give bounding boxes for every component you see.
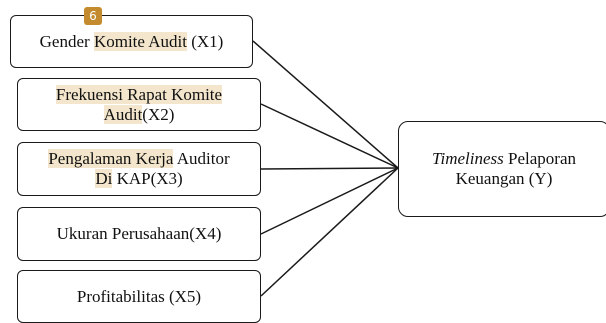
node-x2-frekuensi-rapat: Frekuensi Rapat Komite Audit(X2) bbox=[17, 78, 261, 131]
annotation-badge: 6 bbox=[84, 7, 102, 25]
node-x3-highlight: Pengalaman Kerja bbox=[48, 149, 174, 168]
node-x5-profitabilitas: Profitabilitas (X5) bbox=[17, 270, 261, 323]
node-x4-ukuran-perusahaan: Ukuran Perusahaan(X4) bbox=[17, 207, 261, 261]
node-x2-highlight-line1: Frekuensi Rapat Komite bbox=[55, 84, 223, 104]
node-x1-text-a: Gender bbox=[39, 31, 94, 51]
node-x3-tail: KAP(X3) bbox=[112, 169, 183, 188]
node-x1-highlight: Komite Audit bbox=[93, 31, 187, 51]
node-x1-gender-komite-audit: Gender Komite Audit (X1) bbox=[10, 15, 253, 68]
node-y-italic: Timeliness bbox=[431, 149, 504, 168]
connector-x2-y bbox=[260, 103, 399, 169]
connector-x1-y bbox=[252, 40, 399, 169]
node-x2-highlight-line2: Audit bbox=[103, 104, 143, 124]
node-x1-text-b: (X1) bbox=[186, 31, 224, 51]
connector-x3-y bbox=[260, 167, 399, 170]
connector-x4-y bbox=[260, 167, 399, 235]
node-x3-highlight-di: Di bbox=[95, 169, 113, 188]
node-x5-label: Profitabilitas (X5) bbox=[76, 286, 202, 306]
node-x3-label: Pengalaman Kerja Auditor Di KAP(X3) bbox=[48, 149, 230, 189]
node-x3-pengalaman-kerja: Pengalaman Kerja Auditor Di KAP(X3) bbox=[17, 142, 261, 196]
node-y-line2: Keuangan (Y) bbox=[455, 169, 553, 188]
node-x4-label: Ukuran Perusahaan(X4) bbox=[56, 224, 222, 243]
node-y-timeliness: Timeliness Pelaporan Keuangan (Y) bbox=[398, 121, 606, 217]
node-x3-mid: Auditor bbox=[173, 149, 230, 168]
connector-x5-y bbox=[260, 167, 399, 297]
node-x1-label: Gender Komite Audit (X1) bbox=[39, 31, 224, 52]
node-y-line1-rest: Pelaporan bbox=[503, 149, 577, 168]
node-x2-tail: (X2) bbox=[142, 104, 175, 124]
node-x2-label: Frekuensi Rapat Komite Audit(X2) bbox=[55, 84, 223, 125]
node-y-label: Timeliness Pelaporan Keuangan (Y) bbox=[432, 149, 576, 189]
